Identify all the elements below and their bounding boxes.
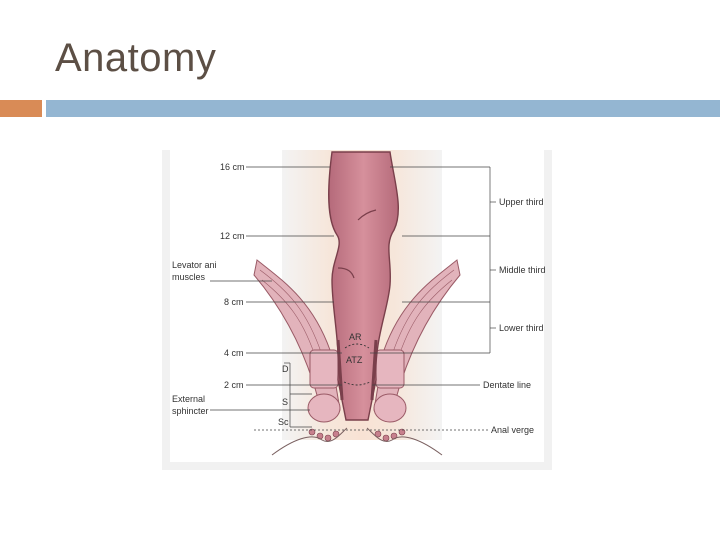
anal-transition-zone-line — [344, 343, 370, 349]
label-dentate-line: Dentate line — [483, 380, 531, 390]
subcutaneous-sphincter — [308, 428, 406, 442]
external-sphincter-deep-right — [375, 349, 405, 389]
sphincter-part-subcutaneous: Sc — [278, 417, 289, 427]
label-levator-ani-2: muscles — [172, 272, 206, 282]
level-brackets — [370, 166, 496, 386]
anatomy-diagram: 16 cm 12 cm 8 cm 4 cm 2 cm Levator ani m… — [162, 150, 552, 470]
dentate-line-marker — [343, 381, 371, 386]
label-upper-third: Upper third — [499, 197, 544, 207]
slide-title: Anatomy — [55, 36, 217, 80]
label-anal-verge: Anal verge — [491, 425, 534, 435]
depth-label-8cm: 8 cm — [224, 297, 244, 307]
depth-label-2cm: 2 cm — [224, 380, 244, 390]
external-sphincter-deep-left — [309, 349, 339, 389]
sphincter-part-deep: D — [282, 364, 289, 374]
rectum-anatomy-illustration: 16 cm 12 cm 8 cm 4 cm 2 cm Levator ani m… — [170, 150, 546, 462]
label-external-sphincter-1: External — [172, 394, 205, 404]
rectum — [328, 151, 400, 421]
zone-label-atz: ATZ — [346, 355, 363, 365]
title-accent-orange-bar — [0, 100, 42, 117]
label-external-sphincter-2: sphincter — [172, 406, 209, 416]
depth-label-12cm: 12 cm — [220, 231, 245, 241]
sphincter-part-superficial: S — [282, 397, 288, 407]
label-middle-third: Middle third — [499, 265, 546, 275]
external-sphincter-superficial-right — [373, 393, 407, 423]
depth-label-16cm: 16 cm — [220, 162, 245, 172]
depth-lines — [246, 166, 488, 431]
label-lower-third: Lower third — [499, 323, 544, 333]
external-sphincter-superficial-left — [307, 393, 341, 423]
label-levator-ani-1: Levator ani — [172, 260, 217, 270]
title-accent-blue-bar — [46, 100, 720, 117]
zone-label-ar: AR — [349, 332, 362, 342]
depth-label-4cm: 4 cm — [224, 348, 244, 358]
